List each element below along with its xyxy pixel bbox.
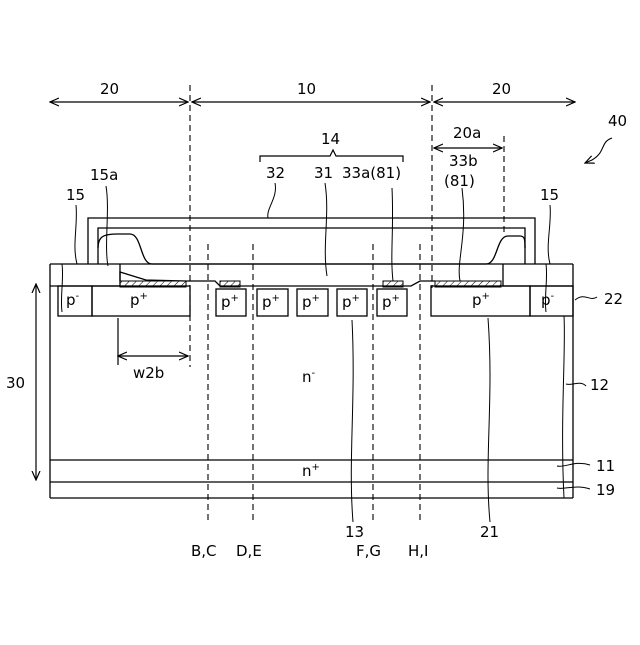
- label-11: 11: [596, 457, 615, 475]
- n-minus-drift: n-: [302, 368, 316, 386]
- label-22: 22: [604, 290, 623, 308]
- p-plus-left: p+: [130, 291, 148, 309]
- p-plus-cell-5: p+: [382, 293, 400, 311]
- electrode-32: [88, 218, 535, 264]
- p-plus-cell-3: p+: [302, 293, 320, 311]
- brace-14: [260, 150, 403, 162]
- section-fg: F,G: [356, 542, 381, 560]
- region-10: 10: [297, 80, 316, 98]
- p-minus-left: p-: [66, 291, 80, 309]
- label-33a: 33a(81): [342, 164, 401, 182]
- p-plus-cell-1: p+: [221, 293, 239, 311]
- region-20-left: 20: [100, 80, 119, 98]
- dimension-arrows: [36, 102, 575, 480]
- label-33b: 33b: [449, 152, 478, 170]
- label-w2b: w2b: [133, 364, 164, 382]
- region-20-right: 20: [492, 80, 511, 98]
- label-32: 32: [266, 164, 285, 182]
- label-31: 31: [314, 164, 333, 182]
- label-81: (81): [444, 172, 475, 190]
- section-hi: H,I: [408, 542, 428, 560]
- p-plus-right: p+: [472, 291, 490, 309]
- region-20a: 20a: [453, 124, 481, 142]
- section-bc: B,C: [191, 542, 217, 560]
- label-15a: 15a: [90, 166, 118, 184]
- label-12: 12: [590, 376, 609, 394]
- label-21: 21: [480, 523, 499, 541]
- ref-40: 40: [608, 112, 627, 130]
- n-plus-layer: n+: [302, 462, 320, 480]
- label-19: 19: [596, 481, 615, 499]
- p-plus-cell-4: p+: [342, 293, 360, 311]
- p-minus-right: p-: [541, 291, 555, 309]
- section-de: D,E: [236, 542, 262, 560]
- p-plus-cell-2: p+: [262, 293, 280, 311]
- label-15-right: 15: [540, 186, 559, 204]
- leader-lines: [61, 183, 597, 522]
- label-15-left: 15: [66, 186, 85, 204]
- reference-arrow-40: [585, 138, 612, 163]
- label-14: 14: [321, 130, 340, 148]
- label-13: 13: [345, 523, 364, 541]
- label-30: 30: [6, 374, 25, 392]
